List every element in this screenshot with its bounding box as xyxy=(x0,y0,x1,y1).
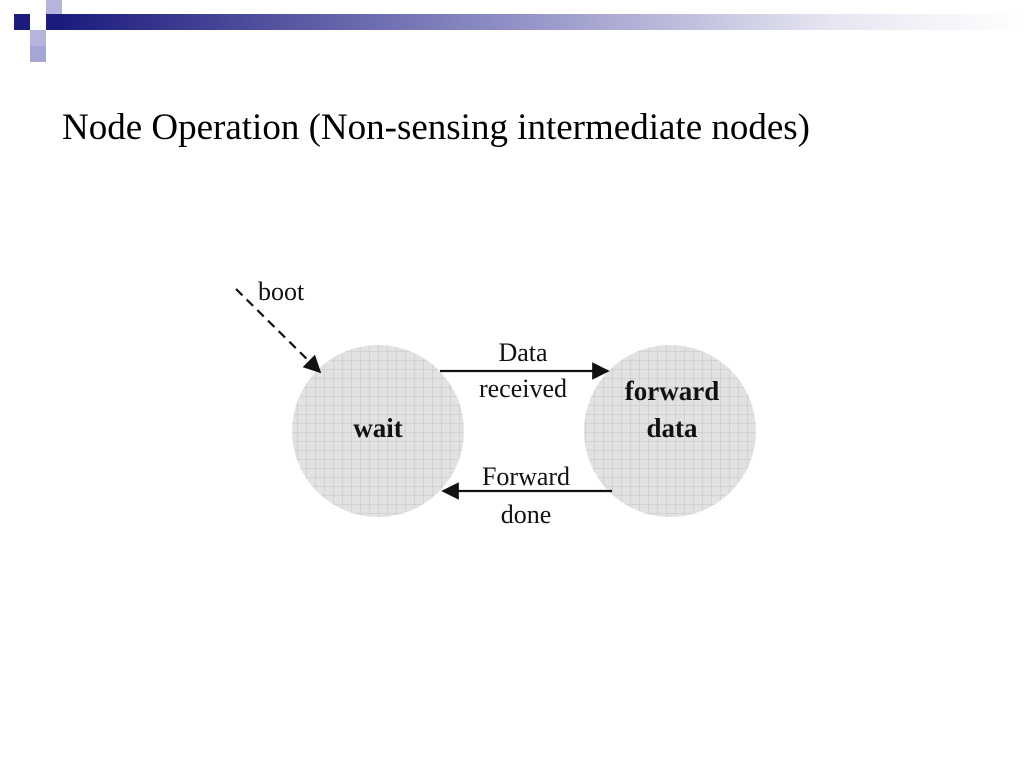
data-received-edge: Data received xyxy=(440,338,610,403)
header-square xyxy=(30,46,46,62)
header-decoration xyxy=(14,0,1024,62)
forward-data-node-label-line2: data xyxy=(646,413,698,443)
boot-edge: boot xyxy=(235,277,322,374)
forward-done-label-line2: done xyxy=(501,500,552,529)
header-square xyxy=(46,0,62,14)
slide-title: Node Operation (Non-sensing intermediate… xyxy=(62,107,811,148)
header-square xyxy=(46,30,62,46)
wait-node-circle xyxy=(292,345,464,517)
data-received-label-line2: received xyxy=(479,374,567,403)
forward-data-node-circle xyxy=(584,345,756,517)
header-gradient-band xyxy=(62,14,1024,30)
forward-data-node-label-line1: forward xyxy=(625,376,719,406)
data-received-label-line1: Data xyxy=(498,338,548,367)
wait-node: wait xyxy=(292,345,464,517)
forward-data-node: forward data xyxy=(584,345,756,517)
boot-arrow xyxy=(235,288,322,374)
header-square xyxy=(14,14,30,30)
header-square xyxy=(30,30,46,46)
boot-label: boot xyxy=(258,277,305,306)
forward-done-edge: Forward done xyxy=(441,462,612,529)
header-square xyxy=(46,14,62,30)
forward-done-label-line1: Forward xyxy=(482,462,570,491)
header-square xyxy=(30,14,46,30)
wait-node-label: wait xyxy=(353,413,403,443)
